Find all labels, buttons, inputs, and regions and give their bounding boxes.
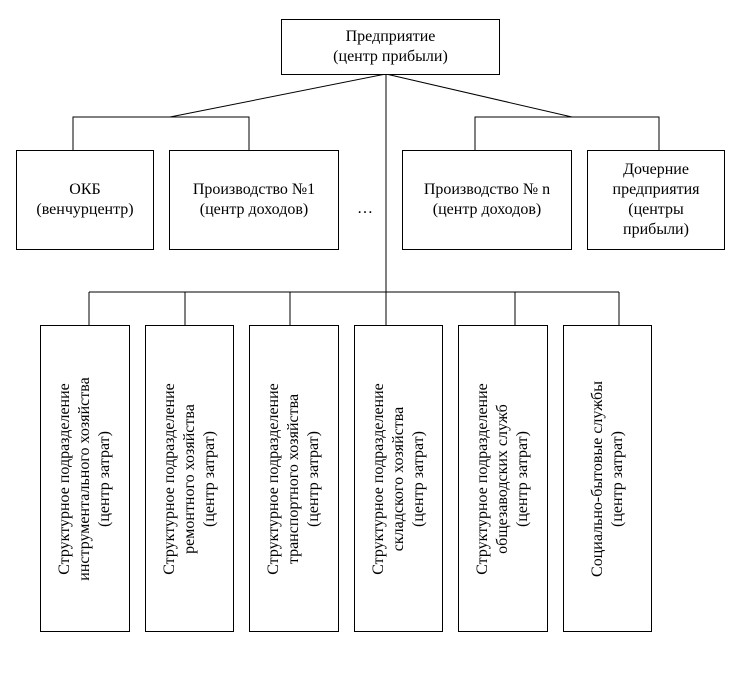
node-general-services: Структурное подразделение общезаводских … <box>458 325 548 632</box>
node-warehouse-facility-line-3: (центр затрат) <box>409 430 427 527</box>
ellipsis-marker: … <box>357 200 373 217</box>
node-tool-facility: Структурное подразделение инструментальн… <box>40 325 130 632</box>
node-subsidiaries-line-1: Дочерние <box>623 161 689 178</box>
node-production-n-line-1: Производство № n <box>423 181 551 198</box>
node-transport-facility-line-3: (центр затрат) <box>305 430 322 527</box>
node-okb: ОКБ (венчурцентр) <box>16 150 154 250</box>
node-transport-facility: Структурное подразделение транспортного … <box>249 325 339 632</box>
node-transport-facility-line-1: Структурное подразделение <box>265 382 282 575</box>
node-production-n-line-2: (центр доходов) <box>432 201 542 218</box>
node-okb-line-1: ОКБ <box>69 181 101 198</box>
node-repair-facility-line-1: Структурное подразделение <box>160 382 178 575</box>
node-general-services-line-3: (центр затрат) <box>514 430 531 527</box>
node-enterprise-subtitle: (центр прибыли) <box>333 48 448 65</box>
node-general-services-line-1: Структурное подразделение <box>474 382 491 575</box>
node-subsidiaries-line-4: прибыли) <box>623 221 689 238</box>
node-social-services-line-2: (центр затрат) <box>608 430 626 527</box>
node-subsidiaries: Дочерние предприятия (центры прибыли) <box>587 150 725 250</box>
node-tool-facility-line-1: Структурное подразделение <box>56 382 73 575</box>
node-social-services-line-1: Социально-бытовые службы <box>588 380 606 577</box>
node-tool-facility-line-3: (центр затрат) <box>96 430 113 527</box>
node-general-services-line-2: общезаводских служб <box>494 403 511 554</box>
node-social-services: Социально-бытовые службы (центр затрат) <box>563 325 652 632</box>
node-subsidiaries-line-2: предприятия <box>612 181 700 198</box>
node-okb-line-2: (венчурцентр) <box>36 201 134 218</box>
node-warehouse-facility-line-1: Структурное подразделение <box>369 382 387 575</box>
node-enterprise: Предприятие (центр прибыли) <box>281 19 500 75</box>
node-subsidiaries-line-3: (центры <box>628 201 684 218</box>
node-production-1-line-1: Производство №1 <box>192 181 316 198</box>
node-production-1: Производство №1 (центр доходов) <box>169 150 339 250</box>
node-repair-facility-line-2: ремонтного хозяйства <box>180 403 198 554</box>
node-tool-facility-line-2: инструментального хозяйства <box>76 376 93 581</box>
node-repair-facility-line-3: (центр затрат) <box>200 430 218 527</box>
node-warehouse-facility: Структурное подразделение складского хоз… <box>354 325 443 632</box>
node-production-n: Производство № n (центр доходов) <box>402 150 572 250</box>
node-transport-facility-line-2: транспортного хозяйства <box>285 393 302 564</box>
node-production-1-line-2: (центр доходов) <box>199 201 309 218</box>
node-warehouse-facility-line-2: складского хозяйства <box>389 406 407 551</box>
node-repair-facility: Структурное подразделение ремонтного хоз… <box>145 325 234 632</box>
node-enterprise-title: Предприятие <box>345 28 436 45</box>
